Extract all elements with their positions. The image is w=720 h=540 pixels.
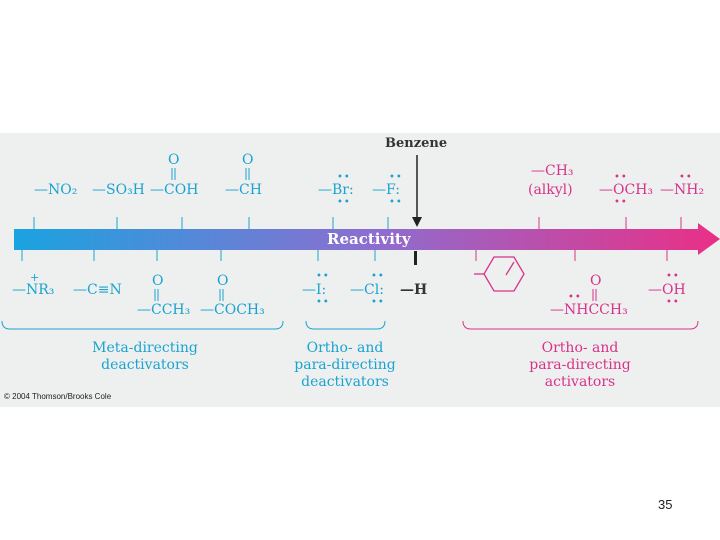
benzene-label: Benzene <box>385 136 448 151</box>
cl-lone-pair-top: •• <box>371 271 385 282</box>
reactivity-diagram: Benzene Reactivity —NO₂ —SO₃H O —COH O —… <box>0 133 720 407</box>
alkyl-label: (alkyl) <box>528 182 573 198</box>
carbonyl-o-4: O <box>217 273 229 289</box>
reactivity-label: Reactivity <box>327 230 411 248</box>
substituent-nh2: —NH₂ <box>660 182 705 198</box>
bottom-ticks <box>21 250 668 261</box>
substituent-i: —I: <box>302 282 327 298</box>
group-op-deactivators: Ortho- and para-directing deactivators <box>294 340 396 390</box>
substituent-no2: —NO₂ <box>34 182 78 198</box>
substituent-och3: —OCH₃ <box>599 182 654 198</box>
substituent-cooch3: —COCH₃ <box>200 302 265 318</box>
cl-lone-pair-bottom: •• <box>371 297 385 308</box>
page-number: 35 <box>658 497 673 512</box>
substituent-cho: —CH <box>225 182 262 198</box>
plus-charge: + <box>30 271 40 284</box>
och3-lone-pair-top: •• <box>614 172 628 183</box>
substituent-nr3: —NR₃ <box>12 282 55 298</box>
substituent-f: —F: <box>372 182 400 198</box>
f-lone-pair-top: •• <box>389 172 403 183</box>
substituent-ch3: —CH₃ <box>531 163 574 179</box>
substituent-cooh: —COH <box>150 182 199 198</box>
h-label: —H <box>400 282 428 298</box>
och3-lone-pair-bottom: •• <box>614 197 628 208</box>
i-lone-pair-top: •• <box>316 271 330 282</box>
copyright-notice: © 2004 Thomson/Brooks Cole <box>4 392 112 401</box>
group-meta-deactivators: Meta-directing deactivators <box>92 340 198 373</box>
carbonyl-o-2: O <box>242 152 254 168</box>
oh-lone-pair-bottom: •• <box>666 297 680 308</box>
i-lone-pair-bottom: •• <box>316 297 330 308</box>
top-ticks <box>33 217 682 229</box>
substituent-cl: —Cl: <box>350 282 384 298</box>
nh-lone-pair: •• <box>568 292 582 303</box>
substituent-oh: —OH <box>648 282 686 298</box>
carbonyl-o-1: O <box>168 152 180 168</box>
oh-lone-pair-top: •• <box>666 271 680 282</box>
carbonyl-o-5: O <box>590 273 602 289</box>
br-lone-pair-top: •• <box>337 172 351 183</box>
substituent-nhcch3: —NHCCH₃ <box>550 302 628 318</box>
f-lone-pair-bottom: •• <box>389 197 403 208</box>
substituent-cn: —C≡N <box>73 282 122 298</box>
substituent-so3h: —SO₃H <box>92 182 145 198</box>
carbonyl-o-3: O <box>152 273 164 289</box>
nh2-lone-pair: •• <box>679 172 693 183</box>
phenyl-ring <box>474 256 525 292</box>
substituent-cch3: —CCH₃ <box>137 302 191 318</box>
group-op-activators: Ortho- and para-directing activators <box>529 340 631 390</box>
reactivity-arrow <box>1 155 720 330</box>
br-lone-pair-bottom: •• <box>337 197 351 208</box>
substituent-br: —Br: <box>318 182 354 198</box>
